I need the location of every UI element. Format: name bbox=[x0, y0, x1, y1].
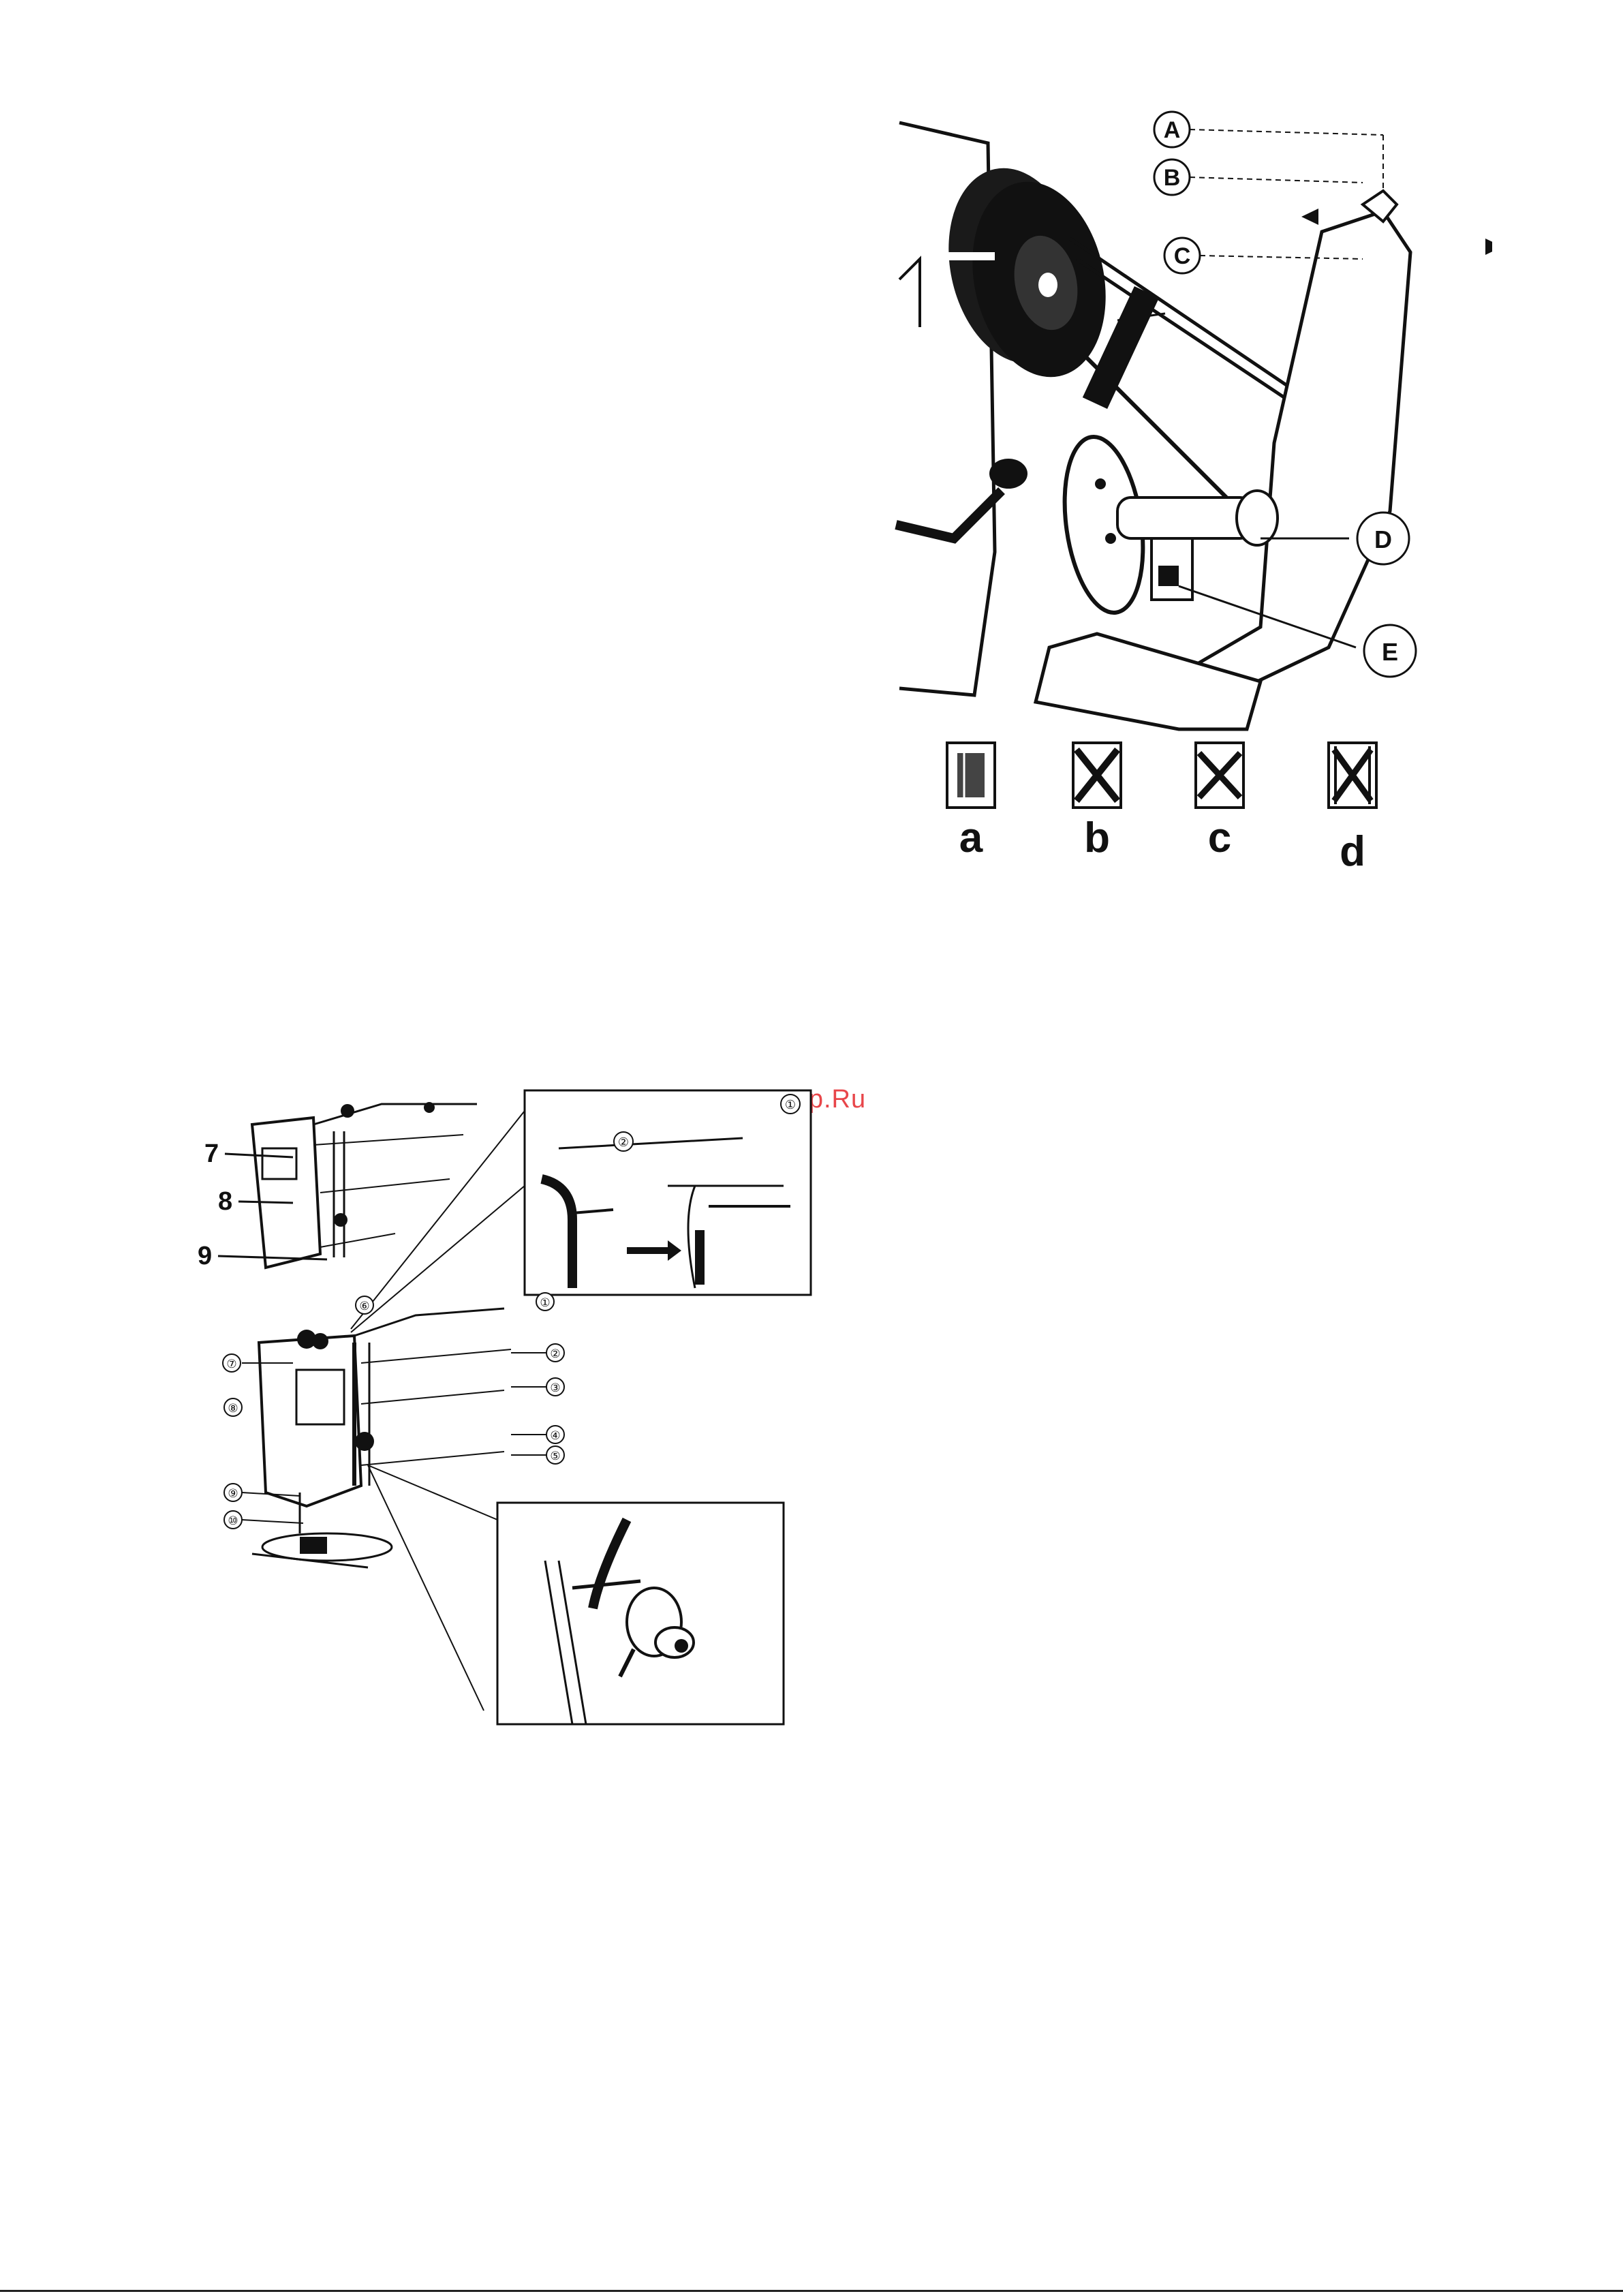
bobbin-example-c: c bbox=[1196, 743, 1243, 861]
svg-text:④: ④ bbox=[550, 1429, 560, 1442]
svg-text:⑧: ⑧ bbox=[228, 1402, 238, 1415]
svg-text:①: ① bbox=[785, 1098, 796, 1112]
svg-text:7: 7 bbox=[204, 1139, 219, 1168]
machine-head-upper: 7 8 9 bbox=[198, 1102, 477, 1270]
bobbin-example-d: d bbox=[1329, 743, 1376, 875]
svg-text:②: ② bbox=[618, 1135, 629, 1149]
svg-text:A: A bbox=[1164, 117, 1181, 143]
svg-text:③: ③ bbox=[550, 1381, 560, 1394]
footer-rule bbox=[0, 2290, 1623, 2292]
svg-text:②: ② bbox=[550, 1347, 560, 1360]
bobbin-example-b: b bbox=[1073, 743, 1121, 861]
detail-box-upper: ② ① bbox=[525, 1090, 811, 1295]
svg-text:b: b bbox=[1084, 814, 1110, 861]
bobbin-winder-figure: A B C D E a b c bbox=[893, 102, 1492, 886]
svg-text:c: c bbox=[1208, 814, 1231, 861]
svg-text:⑦: ⑦ bbox=[226, 1358, 236, 1371]
svg-text:⑩: ⑩ bbox=[228, 1514, 238, 1527]
svg-text:⑤: ⑤ bbox=[550, 1450, 560, 1463]
svg-text:⑥: ⑥ bbox=[359, 1300, 369, 1313]
svg-text:d: d bbox=[1340, 828, 1365, 875]
svg-text:⑨: ⑨ bbox=[228, 1487, 238, 1500]
bobbin-example-a: a bbox=[947, 743, 995, 861]
svg-text:9: 9 bbox=[198, 1242, 212, 1270]
threading-figure: 7 8 9 ② ① bbox=[191, 1084, 818, 1738]
detail-box-lower bbox=[497, 1503, 784, 1724]
svg-text:8: 8 bbox=[218, 1187, 232, 1216]
svg-text:①: ① bbox=[540, 1296, 550, 1309]
svg-text:C: C bbox=[1174, 243, 1191, 269]
svg-text:a: a bbox=[959, 814, 983, 861]
svg-text:B: B bbox=[1164, 165, 1181, 191]
callout-b: B bbox=[1154, 159, 1363, 195]
svg-text:D: D bbox=[1374, 525, 1392, 553]
svg-text:E: E bbox=[1382, 638, 1398, 666]
